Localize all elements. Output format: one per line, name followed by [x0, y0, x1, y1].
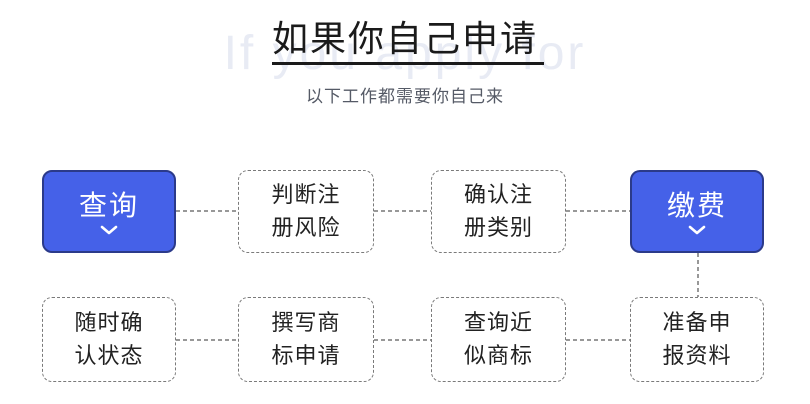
step-label: 撰写商标申请: [271, 310, 341, 369]
step-confirm-class: 确认注册类别: [431, 170, 566, 253]
step-query: 查询: [42, 170, 176, 253]
page-subtitle: 以下工作都需要你自己来: [306, 87, 504, 107]
step-write-application: 撰写商标申请: [238, 297, 374, 382]
step-label: 缴费: [666, 188, 727, 222]
step-label: 判断注册风险: [271, 182, 341, 241]
step-prepare-documents: 准备申报资料: [630, 297, 764, 382]
chevron-down-icon: [100, 225, 118, 234]
step-assess-risk: 判断注册风险: [238, 170, 374, 253]
step-label: 确认注册类别: [463, 182, 533, 241]
page-title: 如果你自己申请: [271, 19, 538, 60]
step-label: 准备申报资料: [662, 310, 732, 369]
step-check-status: 随时确认状态: [42, 297, 176, 382]
step-label: 查询: [78, 188, 139, 222]
step-label: 随时确认状态: [74, 310, 144, 369]
background-watermark: If you apply for: [223, 27, 587, 80]
chevron-down-icon: [688, 225, 706, 234]
step-label: 查询近似商标: [463, 310, 533, 369]
step-search-similar: 查询近似商标: [431, 297, 566, 382]
step-pay: 缴费: [630, 170, 764, 253]
title-underline: [272, 62, 544, 65]
